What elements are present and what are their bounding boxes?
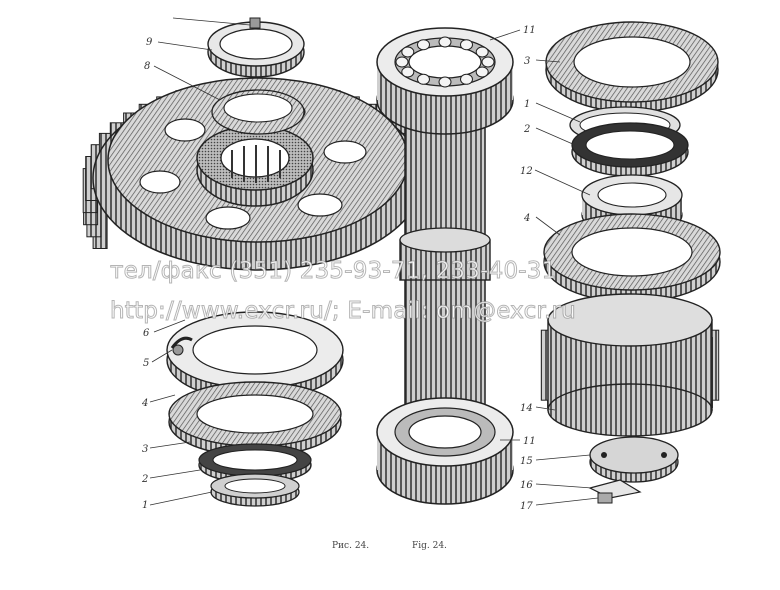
callout-1: 1 [142, 500, 148, 511]
callout-3-right: 3 [524, 56, 530, 67]
callout-6: 6 [143, 328, 150, 339]
callout-14: 14 [520, 403, 533, 414]
callout-3: 3 [142, 444, 148, 455]
caption-en: Fig. 24. [412, 541, 447, 551]
roller-bearing-11-top [376, 27, 514, 135]
callout-4: 4 [141, 398, 148, 409]
callouts-left: 9 8 6 5 4 3 2 1 [141, 37, 153, 511]
gasket-4-right [543, 213, 721, 303]
callout-11-top: 11 [523, 25, 536, 36]
callout-9: 9 [146, 37, 153, 48]
callout-12: 12 [520, 166, 533, 177]
roller-bearing-11-bottom [376, 397, 514, 505]
callout-8: 8 [144, 61, 150, 72]
callouts-center: 11 11 [523, 25, 536, 447]
callout-2-right: 2 [523, 124, 530, 135]
spacer-ring-5 [166, 311, 344, 401]
watermark-phone: тел/факс (351) 235-93-71, 233-40-31 [109, 258, 557, 285]
watermark-url: http://www.excr.ru/; E-mail: om@excr.ru [110, 298, 577, 325]
callout-4-right: 4 [523, 213, 530, 224]
gasket-4 [168, 381, 342, 457]
cover-plate-3 [545, 21, 719, 113]
caption-ru: Рис. 24. [332, 541, 369, 551]
lock-ring-8 [211, 89, 305, 135]
bolt-17 [597, 492, 613, 504]
large-gear [82, 77, 434, 271]
callout-16: 16 [520, 480, 533, 491]
retaining-ring-9 [207, 17, 305, 78]
callout-11-bottom: 11 [523, 436, 536, 447]
pinion-gear-14 [540, 293, 720, 437]
callout-15: 15 [520, 456, 533, 467]
leader-lines [149, 17, 599, 506]
callout-1-right: 1 [524, 99, 530, 110]
seal-2-right [571, 122, 689, 177]
end-plate-15 [589, 436, 679, 483]
callout-17: 17 [520, 501, 533, 512]
callouts-right: 3 1 2 12 4 14 15 16 17 [520, 56, 533, 512]
bearing-1-left [210, 473, 300, 507]
callout-5: 5 [143, 358, 149, 369]
callout-2: 2 [141, 474, 148, 485]
